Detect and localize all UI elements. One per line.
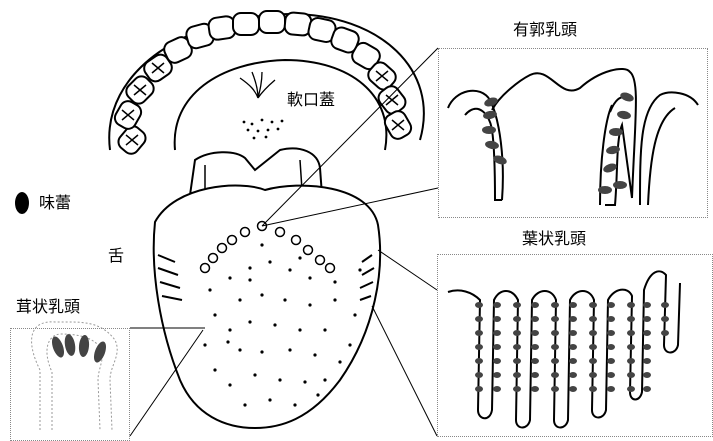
label-taste-bud: 味蕾 [39, 195, 71, 211]
fungiform-dot [260, 293, 263, 296]
taste-bud-legend-icon [15, 192, 29, 214]
fungiform-dot [333, 280, 336, 283]
fungiform-dot [308, 276, 311, 279]
fungiform-dot [213, 313, 216, 316]
fungiform-dot [348, 343, 351, 346]
fungiform-dot [313, 353, 316, 356]
label-tongue: 舌 [108, 248, 124, 264]
vallate-circle [201, 264, 210, 273]
palate-dot [267, 129, 270, 132]
fungiform-dot [288, 348, 291, 351]
fungiform-dot [260, 350, 263, 353]
fungiform-dot [228, 328, 231, 331]
tooth [259, 11, 285, 33]
label-foliate: 葉状乳頭 [522, 231, 586, 247]
fungiform-dot [288, 268, 291, 271]
fungiform-dot [333, 298, 336, 301]
fungiform-dot [298, 256, 301, 259]
palate-dot [247, 129, 250, 132]
leader-foliate [372, 250, 437, 436]
fungiform-dot [243, 403, 246, 406]
fungiform-dot [238, 348, 241, 351]
fungiform-dot [308, 303, 311, 306]
circumvallate-inset [438, 48, 708, 218]
vallate-circle [276, 228, 285, 237]
palate-dot [243, 121, 246, 124]
tooth [233, 13, 259, 35]
fungiform-dot [358, 268, 361, 271]
palate-dots [243, 119, 284, 140]
palate-dot [257, 130, 260, 133]
fungiform-dot [293, 403, 296, 406]
fungiform-dot [248, 266, 251, 269]
fungiform-dot [278, 378, 281, 381]
vallate-circle [241, 228, 250, 237]
vallate-circle [326, 264, 335, 273]
palate-dot [261, 119, 264, 122]
upper-jaw-inner [175, 60, 387, 150]
vallate-circle [292, 236, 301, 245]
fungiform-dot [238, 298, 241, 301]
vallate-circle [209, 254, 218, 263]
fungiform-dot [353, 313, 356, 316]
fungiform-dot [228, 276, 231, 279]
label-soft-palate: 軟口蓋 [287, 92, 335, 108]
tongue-body [154, 185, 380, 428]
palate-dot [277, 128, 280, 131]
fungiform-dot [273, 323, 276, 326]
fungiform-dot [268, 260, 271, 263]
fungiform-dot [248, 320, 251, 323]
fungiform-dot [228, 383, 231, 386]
label-fungiform: 茸状乳頭 [16, 299, 80, 315]
label-circumvallate: 有郭乳頭 [513, 22, 577, 38]
palate-dot [265, 136, 268, 139]
fungiform-dot [213, 368, 216, 371]
fungiform-dot [260, 243, 263, 246]
fungiform-dot [303, 380, 306, 383]
fungiform-dot [323, 328, 326, 331]
vallate-circle [228, 236, 237, 245]
teeth [112, 11, 414, 157]
vallate-circle [218, 244, 227, 253]
foliate-inset [437, 254, 713, 437]
fungiform-dot [283, 298, 286, 301]
palate-dot [281, 120, 284, 123]
fungiform-dot [208, 288, 211, 291]
fungiform-dot [338, 360, 341, 363]
palate-dot [251, 123, 254, 126]
fungiform-dot [316, 393, 319, 396]
fungiform-dot [226, 340, 229, 343]
fungiform-dot [298, 328, 301, 331]
palate-dot [253, 137, 256, 140]
palate-dot [271, 121, 274, 124]
fungiform-inset [10, 328, 130, 441]
fungiform-dot [268, 398, 271, 401]
fungiform-dot [253, 373, 256, 376]
vallate-circle [316, 256, 325, 265]
vallate-circle [304, 246, 313, 255]
fungiform-dot [323, 378, 326, 381]
fungiform-dot [248, 278, 251, 281]
fungiform-dot [203, 343, 206, 346]
uvula-lines [240, 72, 275, 98]
